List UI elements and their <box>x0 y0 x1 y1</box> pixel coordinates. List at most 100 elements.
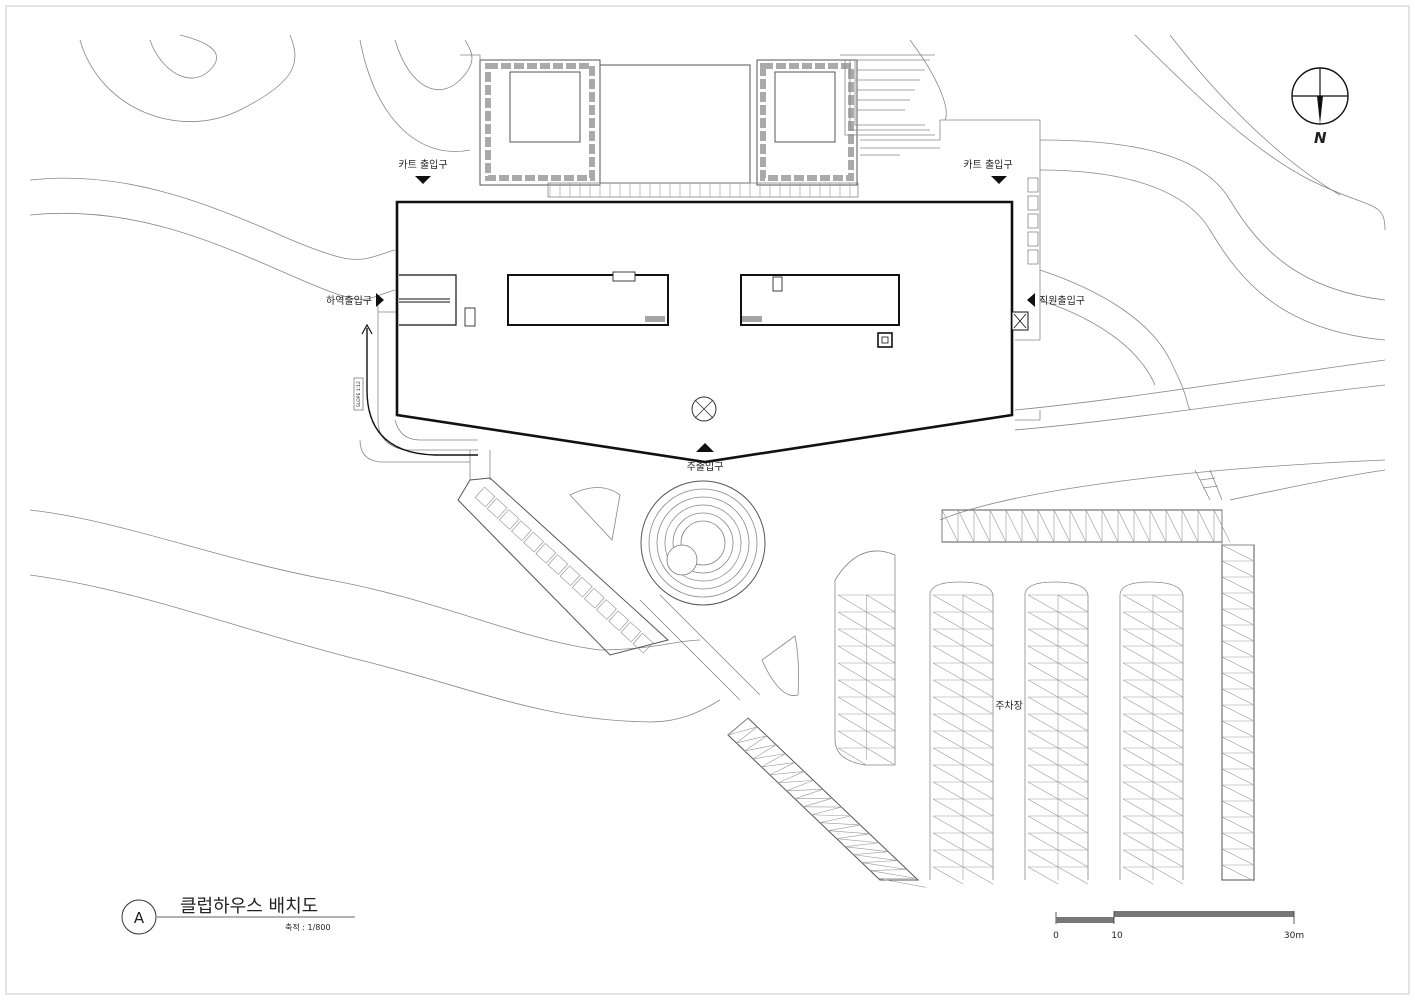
south-diagonal-parking <box>727 717 926 888</box>
scale-bar: 0 10 30m <box>1053 911 1304 941</box>
hatch-line <box>1221 544 1255 562</box>
hatch-line <box>932 679 964 698</box>
hatch-line <box>744 735 767 752</box>
hatch-line <box>753 753 786 760</box>
drawing-title: 클럽하우스 배치도 <box>180 896 318 917</box>
hatch-line <box>1122 594 1154 613</box>
hatch-line <box>932 866 964 885</box>
hatch-line <box>1122 781 1154 800</box>
hatch-line <box>1057 696 1089 715</box>
hatch-line <box>1152 730 1184 749</box>
hatch-line <box>932 815 964 834</box>
hatch-line <box>962 713 994 732</box>
hatch-line <box>837 679 867 698</box>
hatch-line <box>962 764 994 783</box>
hatch-line <box>1152 764 1184 783</box>
planter-box <box>620 621 642 643</box>
hatch-line <box>1221 736 1255 754</box>
hatch-line <box>1057 747 1089 766</box>
hatch-line <box>1221 592 1255 610</box>
hatch-line <box>1057 764 1089 783</box>
hatch-line <box>1027 764 1059 783</box>
hatch-line <box>1221 704 1255 722</box>
hatch-line <box>1057 679 1089 698</box>
cart-entrance-right-label: 카트 출입구 <box>963 158 1012 171</box>
hatch-line <box>1005 509 1023 543</box>
hatch-line <box>1057 849 1089 868</box>
hatch-line <box>870 870 917 879</box>
hatch-line <box>778 771 805 784</box>
hatch-line <box>811 806 842 816</box>
hatch-line <box>1122 815 1154 834</box>
hatch-line <box>932 662 964 681</box>
hatch-line <box>932 781 964 800</box>
service-entrance-label: 하역출입구 <box>326 294 372 307</box>
hatch-line <box>1152 866 1184 885</box>
hatch-line <box>1221 656 1255 674</box>
hatch-line <box>837 611 867 630</box>
hatch-line <box>1152 798 1184 817</box>
planter-box <box>571 576 593 598</box>
hatch-line <box>1152 832 1184 851</box>
drawing-frame <box>5 5 1410 995</box>
north-compass: N <box>1291 67 1349 147</box>
planter-box <box>632 632 654 654</box>
hatch-line <box>1221 784 1255 802</box>
hatch-line <box>845 846 889 852</box>
hatch-line <box>1122 764 1154 783</box>
hatch-line <box>962 798 994 817</box>
hatch-line <box>1221 816 1255 834</box>
hatch-line <box>866 713 896 732</box>
hatch-line <box>866 662 896 681</box>
hatch-line <box>932 764 964 783</box>
hatch-line <box>962 662 994 681</box>
hatch-line <box>1057 866 1089 885</box>
hatch-line <box>932 713 964 732</box>
hatch-line <box>1122 611 1154 630</box>
hatch-line <box>1027 832 1059 851</box>
hatch-line <box>1152 662 1184 681</box>
hatch-line <box>1221 624 1255 642</box>
hatch-line <box>962 611 994 630</box>
hatch-line <box>866 679 896 698</box>
cart-entrance-right-marker <box>991 176 1007 184</box>
hatch-line <box>1027 628 1059 647</box>
hatch-line <box>1057 815 1089 834</box>
hatch-line <box>866 611 896 630</box>
hatch-line <box>989 509 1007 543</box>
hatch-line <box>1221 768 1255 786</box>
hatch-line <box>1027 781 1059 800</box>
hatch-line <box>1149 509 1167 543</box>
planter-box <box>474 486 496 508</box>
hatch-line <box>1152 815 1184 834</box>
hatch-line <box>962 696 994 715</box>
hatch-line <box>1027 798 1059 817</box>
hatch-line <box>837 747 867 766</box>
hatch-line <box>1221 608 1255 626</box>
hatch-line <box>1057 611 1089 630</box>
hatch-line <box>736 726 758 744</box>
hatch-line <box>1057 713 1089 732</box>
hatch-line <box>1152 679 1184 698</box>
hatch-line <box>1027 713 1059 732</box>
hatch-line <box>1027 645 1059 664</box>
hatch-line <box>1152 594 1184 613</box>
hatch-line <box>761 762 795 768</box>
hatch-line <box>1221 560 1255 578</box>
hatch-line <box>866 628 896 647</box>
main-parking-lot <box>834 469 1255 885</box>
hatch-line <box>1122 645 1154 664</box>
hatch-line <box>866 696 896 715</box>
hatch-line <box>1152 713 1184 732</box>
hatch-line <box>1197 509 1215 543</box>
hatch-line <box>837 594 867 613</box>
hatch-line <box>1152 696 1184 715</box>
north-deck <box>547 182 859 198</box>
hatch-line <box>727 717 749 736</box>
hatch-line <box>932 696 964 715</box>
main-entrance-marker <box>696 443 714 452</box>
planter-box <box>596 599 617 620</box>
hatch-line <box>1027 730 1059 749</box>
hatch-line <box>1152 747 1184 766</box>
hatch-line <box>837 662 867 681</box>
